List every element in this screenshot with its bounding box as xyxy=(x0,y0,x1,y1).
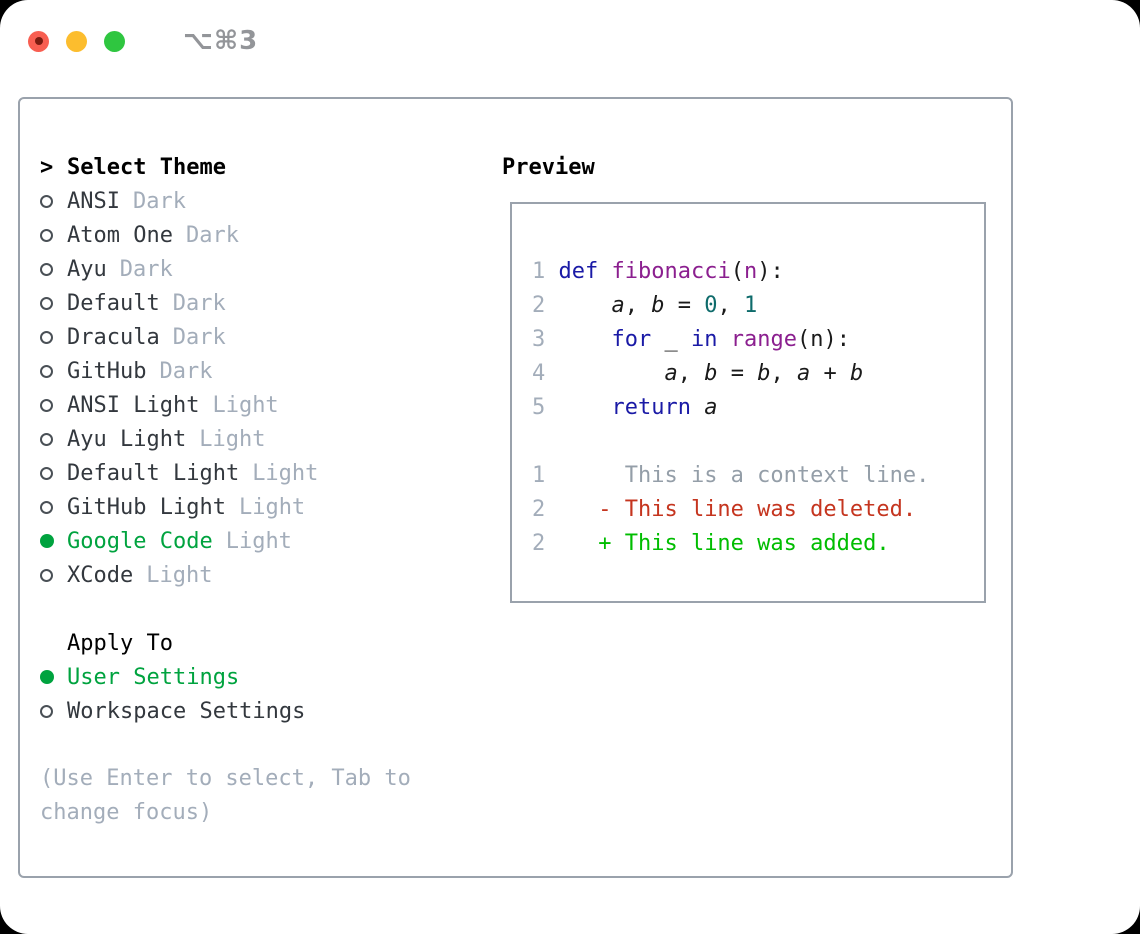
theme-option-label: Atom One xyxy=(67,222,173,248)
code-line: 1 def fibonacci(n): xyxy=(532,259,784,284)
theme-option-ayu[interactable]: Ayu Dark xyxy=(40,252,450,286)
theme-variant-label: Light xyxy=(252,460,319,486)
select-theme-title: Select Theme xyxy=(67,154,226,180)
window-title: ⌥⌘3 xyxy=(183,26,259,56)
theme-option-label: XCode xyxy=(67,562,134,588)
radio-icon xyxy=(40,704,53,718)
apply-option-workspace-settings[interactable]: Workspace Settings xyxy=(40,694,450,728)
preview-pane: 1 def fibonacci(n): 2 a, b = 0, 1 3 for _ … xyxy=(510,202,986,603)
theme-variant-label: Dark xyxy=(172,324,226,350)
help-text: (Use Enter to select, Tab to change focu… xyxy=(40,766,411,825)
radio-icon xyxy=(40,500,53,514)
theme-option-github[interactable]: GitHub Dark xyxy=(40,354,450,388)
radio-selected-icon xyxy=(40,670,54,684)
code-line: 3 for _ in range(n): xyxy=(532,327,850,352)
code-line: 2 a, b = 0, 1 xyxy=(532,293,758,318)
preview-title: Preview xyxy=(502,154,595,180)
theme-option-github-light[interactable]: GitHub Light Light xyxy=(40,490,450,524)
apply-option-user-settings[interactable]: User Settings xyxy=(40,660,450,694)
theme-option-dracula[interactable]: Dracula Dark xyxy=(40,320,450,354)
theme-option-default[interactable]: Default Dark xyxy=(40,286,450,320)
theme-variant-label: Dark xyxy=(185,222,239,248)
apply-option-label: Workspace Settings xyxy=(67,698,306,724)
radio-icon xyxy=(40,330,53,344)
theme-option-google-code[interactable]: Google Code Light xyxy=(40,524,450,558)
theme-variant-label: Light xyxy=(146,562,213,588)
code-line: 4 a, b = b, a + b xyxy=(532,361,864,386)
code-line: 2 - This line was deleted. xyxy=(532,497,917,522)
select-theme-header: > Select Theme xyxy=(40,150,450,184)
theme-option-ansi[interactable]: ANSI Dark xyxy=(40,184,450,218)
theme-variant-label: Dark xyxy=(159,358,213,384)
apply-option-label: User Settings xyxy=(67,664,240,690)
spacer xyxy=(40,592,450,626)
radio-icon xyxy=(40,262,53,276)
preview-code: 1 def fibonacci(n): 2 a, b = 0, 1 3 for _ … xyxy=(532,255,968,561)
theme-option-label: Ayu Light xyxy=(67,426,187,452)
theme-option-label: Default xyxy=(67,290,160,316)
radio-icon xyxy=(40,398,53,412)
spacer xyxy=(40,728,450,762)
code-line xyxy=(532,425,968,459)
code-line: 5 return a xyxy=(532,395,718,420)
zoom-button[interactable] xyxy=(104,30,125,52)
theme-option-label: ANSI Light xyxy=(67,392,200,418)
radio-selected-icon xyxy=(40,534,54,548)
theme-variant-label: Light xyxy=(225,528,292,554)
theme-variant-label: Light xyxy=(238,494,306,520)
theme-option-label: Default Light xyxy=(67,460,240,486)
radio-icon xyxy=(40,432,53,446)
radio-icon xyxy=(40,466,53,480)
theme-option-ansi-light[interactable]: ANSI Light Light xyxy=(40,388,450,422)
theme-option-atom-one[interactable]: Atom One Dark xyxy=(40,218,450,252)
apply-to-title: Apply To xyxy=(67,630,173,656)
theme-option-label: ANSI xyxy=(67,188,120,214)
theme-option-label: Ayu xyxy=(67,256,107,282)
minimize-button[interactable] xyxy=(66,30,87,52)
theme-option-label: Dracula xyxy=(67,324,160,350)
theme-variant-label: Dark xyxy=(172,290,226,316)
apply-to-header: Apply To xyxy=(40,626,450,660)
radio-icon xyxy=(40,296,53,310)
theme-variant-label: Light xyxy=(212,392,279,418)
theme-option-label: Google Code xyxy=(67,528,213,554)
close-button[interactable] xyxy=(28,30,49,52)
radio-icon xyxy=(40,228,53,242)
theme-variant-label: Dark xyxy=(132,188,186,214)
theme-option-default-light[interactable]: Default Light Light xyxy=(40,456,450,490)
theme-variant-label: Light xyxy=(199,426,266,452)
theme-variant-label: Dark xyxy=(119,256,173,282)
radio-icon xyxy=(40,364,53,378)
radio-icon xyxy=(40,568,53,582)
unsaved-dot-icon xyxy=(34,37,43,45)
titlebar: ⌥⌘3 xyxy=(28,26,258,56)
theme-option-ayu-light[interactable]: Ayu Light Light xyxy=(40,422,450,456)
code-line: 2 + This line was added. xyxy=(532,531,890,556)
theme-option-label: GitHub Light xyxy=(67,494,226,520)
cursor-prefix-icon: > xyxy=(40,154,54,180)
theme-option-xcode[interactable]: XCode Light xyxy=(40,558,450,592)
radio-icon xyxy=(40,194,53,208)
code-line: 1 This is a context line. xyxy=(532,463,930,488)
theme-option-label: GitHub xyxy=(67,358,147,384)
